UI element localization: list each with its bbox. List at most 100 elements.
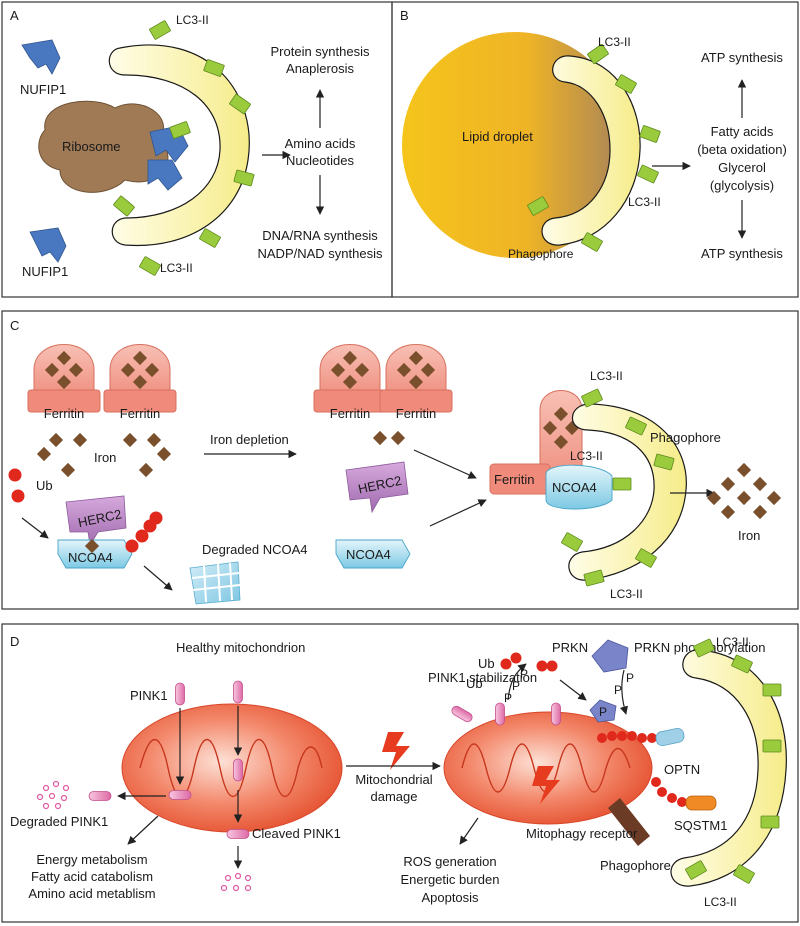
pink1-label: PINK1 (130, 688, 168, 703)
ub-label: Ub (466, 676, 483, 691)
phagophore-label: Phagophore (508, 247, 574, 261)
lc3-label: LC3-II (610, 587, 643, 601)
lc3-marker (612, 477, 632, 491)
product-label: Fatty acids (711, 124, 774, 139)
damaged-outcome-label: Apoptosis (421, 890, 479, 905)
lc3-marker (762, 739, 782, 753)
pink1-protein (449, 704, 475, 724)
pink1-protein (175, 682, 185, 706)
phospho-label: P (504, 691, 512, 705)
damaged-outcome-label: ROS generation (403, 854, 496, 869)
product-label: (glycolysis) (710, 178, 774, 193)
ubiquitin-dot (536, 660, 548, 672)
nufip1-shape (29, 227, 67, 263)
pink1-protein (495, 702, 505, 726)
herc2-shape (345, 461, 409, 514)
product-label: (beta oxidation) (697, 142, 787, 157)
iron-depletion-label: Iron depletion (210, 432, 289, 447)
arrow (507, 663, 527, 701)
nufip1-label: NUFIP1 (20, 82, 66, 97)
cleaved-pink1-label: Cleaved PINK1 (252, 826, 341, 841)
arrow (413, 449, 477, 479)
lc3-marker (148, 19, 172, 41)
panel-d: D Healthy mitochondrion PINK1 Degraded P… (1, 623, 799, 923)
ncoa4-label: NCOA4 (552, 480, 597, 495)
outcome-label: Anaplerosis (286, 61, 354, 76)
mitophagy-receptor-label: Mitophagy receptor (526, 826, 638, 841)
pink1-protein (551, 702, 561, 726)
ub-label: Ub (36, 478, 53, 493)
phagophore-shape (108, 44, 250, 247)
ferritin-shape (104, 345, 176, 413)
product-label: Nucleotides (286, 153, 354, 168)
lc3-label: LC3-II (570, 449, 603, 463)
pink1-protein (88, 791, 112, 801)
mitophagy-receptor-shape (608, 798, 650, 846)
ubiquitin-dot (149, 511, 163, 525)
panel-c-frame (1, 310, 799, 610)
optn-shape (655, 727, 685, 747)
prkn-shape (589, 699, 617, 723)
phagophore-shape (568, 403, 687, 581)
ubiquitin-dot (510, 652, 522, 664)
outcome-label: NADP/NAD synthesis (258, 246, 383, 261)
sqstm1-shape (685, 795, 717, 811)
panel-c-letter: C (10, 318, 19, 333)
phospho-label: P (626, 671, 634, 685)
outcome-label: Protein synthesis (271, 44, 370, 59)
phagophore-shape (670, 649, 787, 887)
panel-b-letter: B (400, 8, 409, 23)
lc3-label: LC3-II (628, 195, 661, 209)
nufip1-bound-icon (147, 159, 183, 191)
healthy-outcome-label: Amino acid metablism (28, 886, 155, 901)
lc3-marker (198, 227, 222, 249)
healthy-label: Healthy mitochondrion (176, 640, 305, 655)
lipid-droplet-shape (402, 32, 628, 258)
ncoa4-label: NCOA4 (68, 550, 113, 565)
degraded-pink1-label: Degraded PINK1 (10, 814, 108, 829)
ferritin-label: Ferritin (396, 406, 436, 421)
healthy-outcome-label: Fatty acid catabolism (31, 869, 153, 884)
ubiquitin-chain (597, 731, 657, 743)
ubiquitin-dot (500, 658, 512, 670)
ubiquitin-dot (125, 539, 139, 553)
arrow (143, 565, 173, 591)
lc3-marker (636, 164, 660, 184)
pink1-protein (233, 680, 243, 704)
arrow (459, 817, 479, 845)
prkn-shape (591, 639, 629, 673)
arrow (127, 815, 159, 845)
ncoa4-shape (57, 539, 133, 569)
iron-label: Iron (738, 528, 760, 543)
released-iron (706, 462, 782, 520)
phagophore-label: Phagophore (650, 430, 721, 445)
lc3-marker (169, 120, 191, 140)
arrow (21, 517, 49, 539)
iron-label: Iron (94, 450, 116, 465)
panel-d-frame (1, 623, 799, 923)
lc3-marker (762, 683, 782, 697)
arrow (559, 679, 587, 701)
lc3-label: LC3-II (160, 261, 193, 275)
product-label: Glycerol (718, 160, 766, 175)
phospho-label: P (599, 705, 607, 719)
pink1-protein (226, 829, 250, 839)
panel-a: A NUFIP1 Ribosome NUFIP1 LC3-II LC3-II A… (1, 1, 393, 298)
sqstm1-label: SQSTM1 (674, 818, 727, 833)
ferritin-label: Ferritin (120, 406, 160, 421)
iron-diamond (372, 430, 388, 446)
damage-label: Mitochondrial (355, 772, 432, 787)
ferritin-label: Ferritin (44, 406, 84, 421)
ncoa4-label: NCOA4 (346, 547, 391, 562)
lc3-label: LC3-II (176, 13, 209, 27)
ferritin-label: Ferritin (494, 472, 534, 487)
lipid-droplet-label: Lipid droplet (462, 129, 533, 144)
nufip1-label: NUFIP1 (22, 264, 68, 279)
prkn-label: PRKN (552, 640, 588, 655)
phospho-label: P (512, 679, 520, 693)
ferritin-shape (28, 345, 100, 413)
outcome-label: DNA/RNA synthesis (262, 228, 378, 243)
nufip1-shape (21, 39, 61, 75)
ncoa4-shape (545, 464, 613, 510)
degraded-ncoa4-grid (189, 561, 241, 605)
